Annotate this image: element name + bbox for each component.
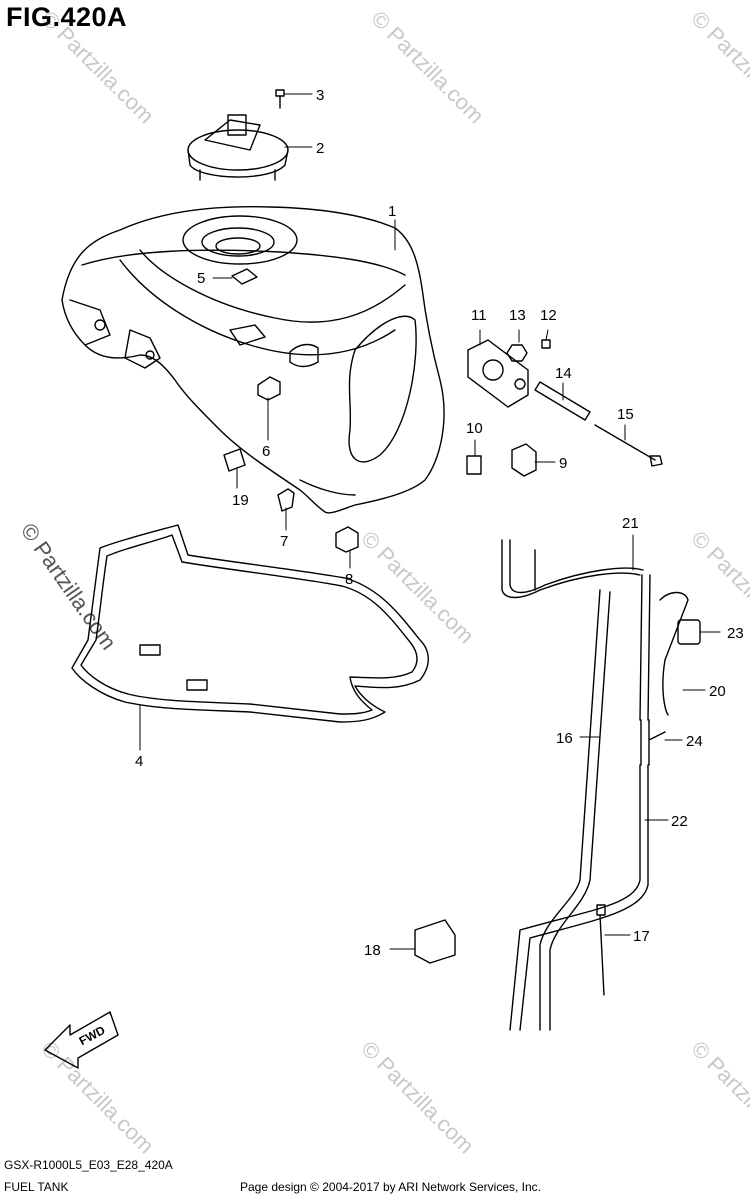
watermark: © Partzilla.com (16, 519, 122, 655)
watermark: © Partzilla.com (356, 526, 479, 649)
watermark: © Partzilla.com (36, 1036, 159, 1159)
bracket-hole (514, 378, 526, 390)
callout-5: 5 (197, 270, 205, 287)
callout-labels: 3 2 1 5 11 13 12 14 15 10 6 9 19 21 7 8 … (135, 87, 744, 959)
callout-17: 17 (633, 928, 650, 945)
figure-title: FIG.420A (6, 2, 128, 32)
hose-part (539, 589, 601, 1031)
nut-part (506, 344, 528, 362)
watermark: © Partzilla.com (366, 6, 489, 129)
callout-18: 18 (364, 942, 381, 959)
callout-12: 12 (540, 307, 557, 324)
fwd-arrow-icon (44, 1011, 119, 1069)
hose-part (659, 591, 689, 716)
callout-22: 22 (671, 813, 688, 830)
clip-part (277, 488, 295, 512)
callout-10: 10 (466, 420, 483, 437)
bracket-part (467, 339, 529, 408)
pad-part (231, 268, 258, 285)
watermark: © Partzilla.com (686, 1036, 750, 1159)
hose-part (647, 574, 651, 721)
copyright-credit: Page design © 2004-2017 by ARI Network S… (240, 1180, 542, 1194)
clamp-part (414, 919, 456, 964)
seal-part (71, 524, 429, 723)
watermark: © Partzilla.com (356, 1036, 479, 1159)
callout-3: 3 (316, 87, 324, 104)
seal-part (80, 534, 418, 715)
callout-19: 19 (232, 492, 249, 509)
long-bolt-part (649, 455, 663, 467)
cushion-part (511, 443, 537, 477)
callout-24: 24 (686, 733, 703, 750)
leader-lines (139, 93, 721, 950)
cushion-part (289, 343, 319, 368)
seal-tab-part (139, 644, 161, 656)
cushion-part (257, 376, 281, 401)
hose-part (509, 764, 641, 1031)
callout-13: 13 (509, 307, 526, 324)
callout-20: 20 (709, 683, 726, 700)
callout-8: 8 (345, 571, 353, 588)
callout-16: 16 (556, 730, 573, 747)
section-name: FUEL TANK (4, 1180, 69, 1194)
callout-15: 15 (617, 406, 634, 423)
hose-part (519, 764, 649, 1031)
long-bolt-part (594, 424, 656, 461)
fuel-pump-part (187, 114, 289, 181)
hose-part (549, 591, 611, 1031)
hose-part (501, 539, 641, 599)
callout-23: 23 (727, 625, 744, 642)
seal-tab-part (186, 679, 208, 691)
hose-part (639, 574, 643, 721)
callout-14: 14 (555, 365, 572, 382)
cap-part (677, 619, 701, 645)
damper-part (466, 455, 482, 475)
screw-part (275, 89, 285, 109)
callout-2: 2 (316, 140, 324, 157)
fuel-tank-part (61, 205, 445, 514)
callout-4: 4 (135, 753, 143, 770)
watermark: © Partzilla.com (686, 6, 750, 129)
pad-part (223, 448, 246, 472)
callout-1: 1 (388, 203, 396, 220)
bolt-part (541, 339, 551, 349)
grommet-part (335, 526, 359, 553)
bracket-hole (482, 359, 504, 381)
collar-part (534, 381, 591, 421)
callout-9: 9 (559, 455, 567, 472)
callout-21: 21 (622, 515, 639, 532)
watermark-group: © Partzilla.com © Partzilla.com © Partzi… (16, 6, 750, 1159)
tee-joint-part (640, 719, 666, 766)
callout-7: 7 (280, 533, 288, 550)
callout-11: 11 (471, 307, 487, 324)
callout-6: 6 (262, 443, 270, 460)
hose-part (509, 539, 644, 594)
model-code: GSX-R1000L5_E03_E28_420A (4, 1158, 173, 1172)
clamp-part (596, 904, 606, 996)
